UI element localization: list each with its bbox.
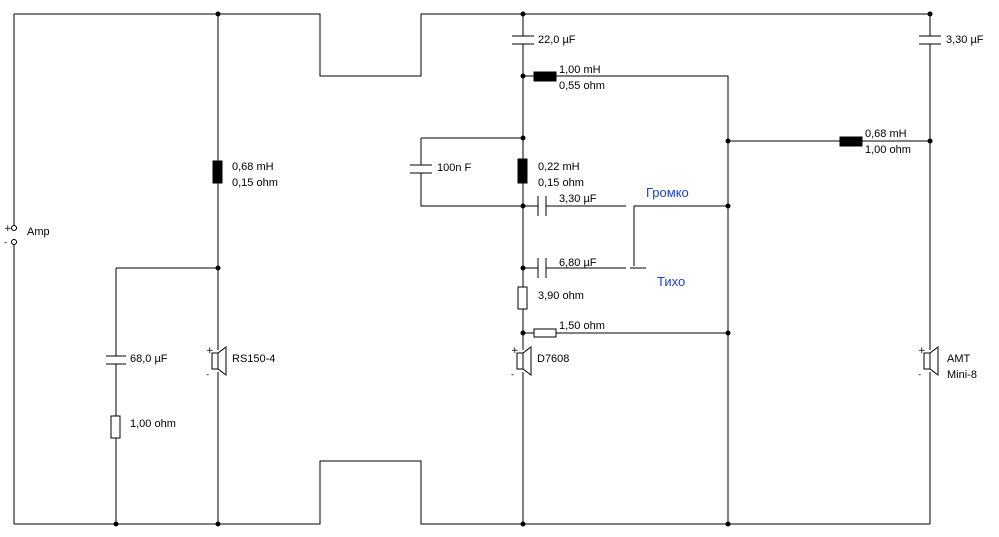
midrange-loud-cap-value: 3,30 µF bbox=[559, 193, 597, 205]
junctions bbox=[113, 11, 933, 527]
amp-input: + - Amp bbox=[4, 224, 50, 248]
amp-label: Amp bbox=[27, 226, 50, 238]
midrange-series-cap-value: 22,0 µF bbox=[538, 34, 576, 46]
level-switch: Громко Тихо bbox=[646, 185, 689, 289]
svg-text:-: - bbox=[918, 370, 921, 380]
midrange-quiet-cap-value: 6,80 µF bbox=[559, 257, 597, 269]
minus-terminal bbox=[11, 239, 17, 245]
midrange-shunt-inductor-resistance: 0,15 ohm bbox=[538, 177, 584, 189]
tweeter-shunt-inductor bbox=[839, 136, 863, 147]
plus-sign: + bbox=[4, 224, 12, 234]
svg-text:+: + bbox=[206, 346, 214, 356]
switch-quiet-label: Тихо bbox=[657, 274, 685, 289]
minus-sign: - bbox=[4, 238, 7, 248]
woofer-zobel-capacitor bbox=[106, 355, 126, 365]
plus-terminal bbox=[11, 225, 17, 231]
tweeter-speaker-icon: + - bbox=[918, 346, 939, 380]
midrange-section: 22,0 µF 1,00 mH 0,55 ohm 100n F 0,22 mH … bbox=[410, 34, 605, 380]
midrange-shunt-res-value: 3,90 ohm bbox=[538, 290, 584, 302]
woofer-inductor-value: 0,68 mH bbox=[232, 161, 274, 173]
midrange-shunt-inductor bbox=[517, 158, 528, 184]
svg-text:-: - bbox=[206, 370, 209, 380]
midrange-series-resistor bbox=[533, 328, 557, 338]
woofer-inductor-resistance: 0,15 ohm bbox=[232, 177, 278, 189]
tweeter-section: 3,30 µF 0,68 mH 1,00 ohm + - AMT Mini-8 bbox=[839, 34, 984, 381]
woofer-zobel-cap-value: 68,0 µF bbox=[130, 353, 168, 365]
midrange-speaker-icon: + - bbox=[511, 346, 532, 380]
midrange-shunt-inductor-value: 0,22 mH bbox=[538, 161, 580, 173]
midrange-bypass-cap-value: 100n F bbox=[437, 162, 472, 174]
tweeter-speaker-label-2: Mini-8 bbox=[947, 369, 977, 381]
tweeter-shunt-inductor-value: 0,68 mH bbox=[865, 128, 907, 140]
tweeter-series-capacitor bbox=[919, 35, 941, 45]
midrange-series-inductor-value: 1,00 mH bbox=[559, 64, 601, 76]
tweeter-shunt-inductor-resistance: 1,00 ohm bbox=[865, 144, 911, 156]
midrange-series-inductor bbox=[533, 71, 557, 82]
woofer-section: 0,68 mH 0,15 ohm 68,0 µF 1,00 ohm + - RS… bbox=[106, 160, 278, 439]
woofer-zobel-res-value: 1,00 ohm bbox=[130, 418, 176, 430]
woofer-inductor bbox=[212, 160, 223, 184]
midrange-quiet-capacitor bbox=[537, 258, 547, 278]
tweeter-speaker-label-1: AMT bbox=[947, 353, 971, 365]
midrange-series-capacitor bbox=[512, 35, 534, 45]
midrange-series-res-value: 1,50 ohm bbox=[559, 320, 605, 332]
midrange-shunt-resistor bbox=[517, 286, 528, 310]
svg-text:-: - bbox=[511, 370, 514, 380]
woofer-speaker-icon: + - bbox=[206, 346, 227, 380]
midrange-speaker-label: D7608 bbox=[537, 353, 569, 365]
wires bbox=[13, 13, 931, 525]
midrange-loud-capacitor bbox=[537, 196, 547, 216]
tweeter-series-cap-value: 3,30 µF bbox=[946, 34, 984, 46]
woofer-speaker-label: RS150-4 bbox=[232, 353, 275, 365]
svg-text:+: + bbox=[511, 346, 519, 356]
switch-loud-label: Громко bbox=[646, 185, 689, 200]
midrange-series-inductor-resistance: 0,55 ohm bbox=[559, 80, 605, 92]
svg-text:+: + bbox=[918, 346, 926, 356]
midrange-bypass-capacitor bbox=[410, 164, 432, 174]
woofer-zobel-resistor bbox=[110, 415, 121, 439]
